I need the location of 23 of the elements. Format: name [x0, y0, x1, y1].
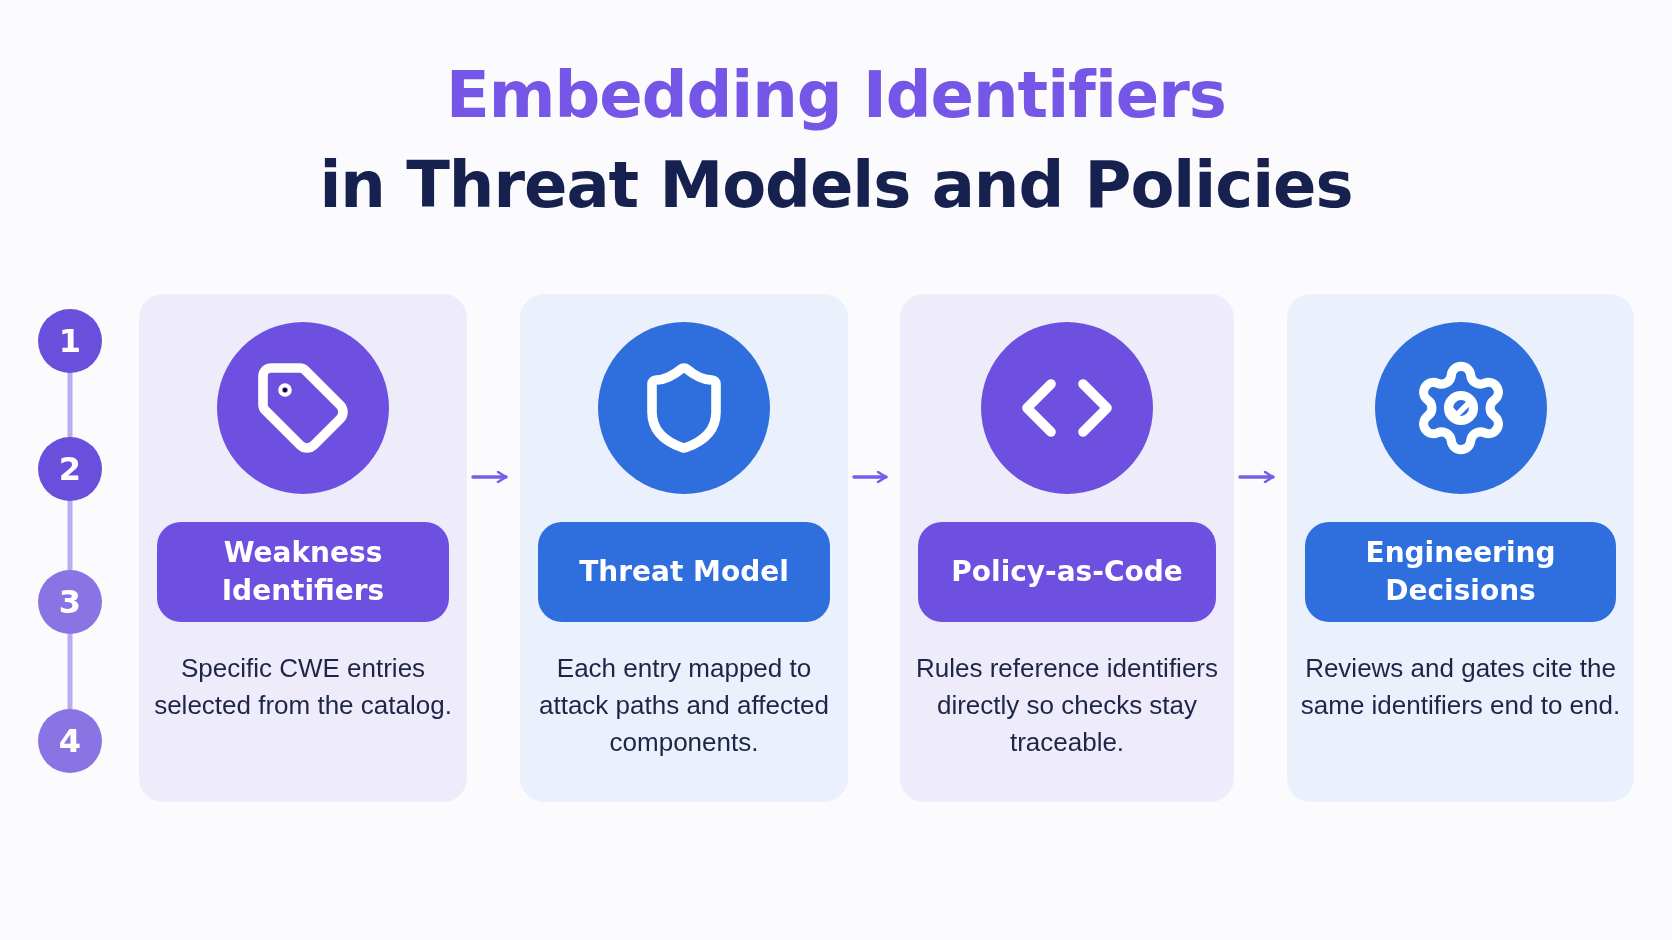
arrow	[1238, 470, 1275, 484]
step-heading: Weakness Identifiers	[157, 522, 449, 622]
step-description: Reviews and gates cite the same identifiers end to end.	[1299, 652, 1622, 722]
arrow	[852, 470, 888, 484]
step-number: 2	[38, 437, 102, 501]
arrow	[471, 470, 508, 484]
step-heading: Engineering Decisions	[1305, 522, 1616, 622]
connector-line	[67, 631, 73, 712]
step-card	[1287, 294, 1634, 802]
step-card	[139, 294, 467, 802]
connector-line	[67, 498, 73, 573]
step-description: Each entry mapped to attack paths and affected components.	[537, 652, 831, 759]
step-heading: Threat Model	[538, 522, 830, 622]
step-card	[900, 294, 1234, 802]
step-number: 1	[38, 309, 102, 373]
title: Embedding Identifiers in Threat Models and Policies	[318, 57, 1354, 224]
connector-line	[67, 370, 73, 440]
step-card	[520, 294, 848, 802]
step-number: 3	[38, 570, 102, 634]
step-heading: Policy-as-Code	[918, 522, 1216, 622]
step-description: Specific CWE entries selected from the catalog.	[153, 652, 453, 722]
step-number: 4	[38, 709, 102, 773]
step-description: Rules reference identifiers directly so checks stay traceable.	[914, 652, 1219, 759]
